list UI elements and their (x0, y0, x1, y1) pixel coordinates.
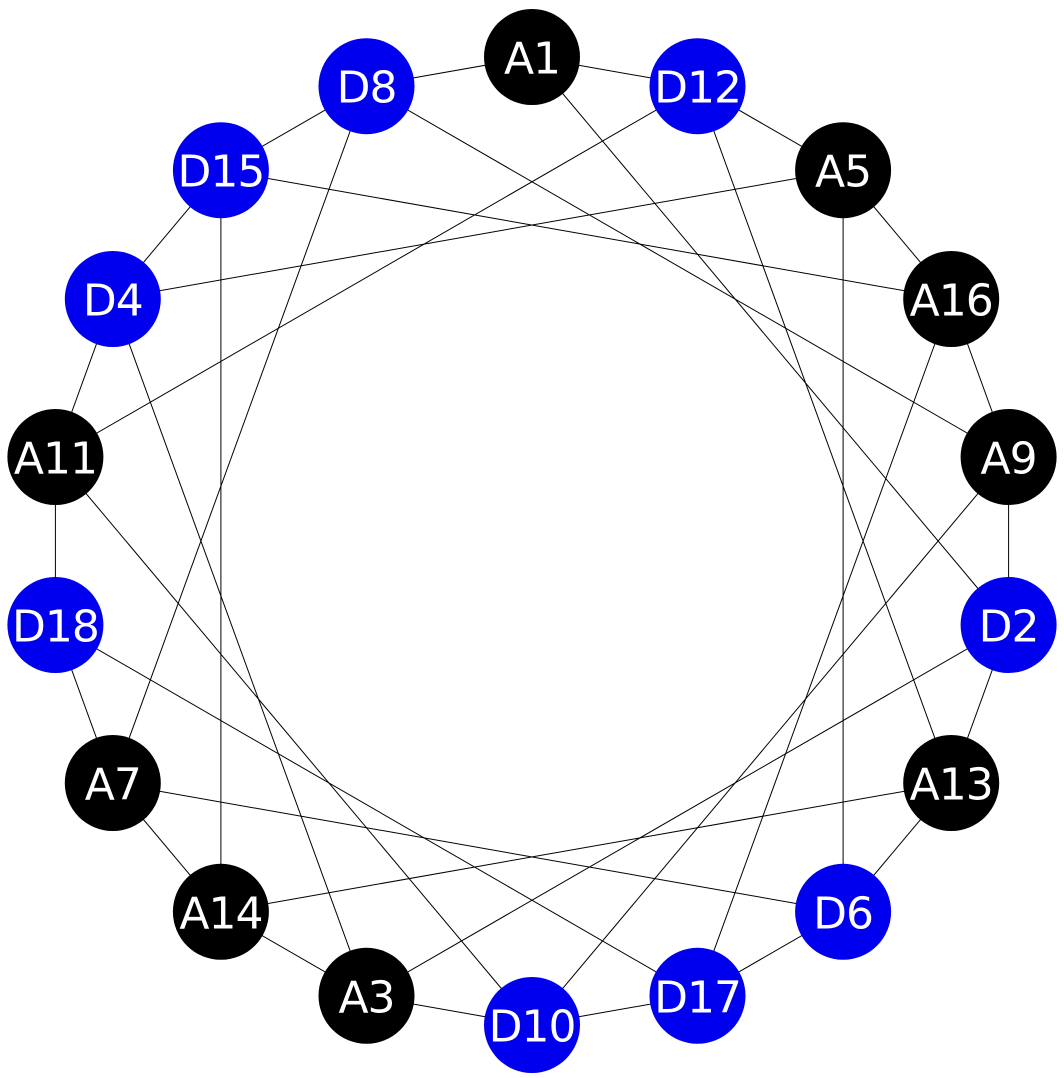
node-label: A1 (504, 34, 560, 85)
chord-edge-d17-d18 (55, 624, 698, 997)
node-a11: A11 (7, 409, 104, 505)
chord-edge-d4-a5 (112, 169, 844, 300)
node-d18: D18 (7, 577, 104, 673)
node-label: A14 (179, 888, 262, 939)
node-d12: D12 (649, 38, 746, 135)
node-a7: A7 (64, 735, 161, 831)
node-label: D17 (654, 972, 741, 1023)
node-circle (64, 735, 161, 831)
node-circle (64, 251, 161, 347)
node-a14: A14 (172, 863, 269, 960)
chord-edge-d10-a11 (55, 456, 533, 1026)
node-circle (795, 122, 892, 219)
node-circle (484, 9, 580, 105)
node-a16: A16 (903, 251, 1000, 347)
chord-edge-d12-a13 (697, 86, 952, 784)
chord-edge-a7-d8 (112, 86, 367, 784)
node-label: A5 (815, 147, 871, 198)
node-label: A16 (910, 276, 993, 327)
node-label: D15 (177, 147, 264, 198)
node-label: D18 (12, 602, 99, 653)
node-label: D8 (337, 63, 397, 114)
chord-edge-a9-d10 (531, 456, 1009, 1026)
chord-edge-d8-a9 (366, 85, 1009, 458)
node-a3: A3 (318, 947, 415, 1044)
node-label: D10 (489, 1002, 576, 1053)
chord-edge-a1-d2 (531, 56, 1009, 626)
node-circle (960, 409, 1057, 505)
node-circle (318, 38, 415, 135)
node-d17: D17 (649, 947, 746, 1044)
node-d6: D6 (795, 863, 892, 960)
node-d10: D10 (484, 977, 580, 1073)
node-circle (649, 947, 746, 1044)
node-circle (649, 38, 746, 135)
node-label: A7 (85, 760, 141, 811)
chord-edge-a11-d12 (55, 85, 698, 458)
node-circle (172, 863, 269, 960)
node-a13: A13 (903, 735, 1000, 831)
node-circle (7, 409, 104, 505)
chord-edges (55, 56, 1009, 1026)
node-circle (903, 735, 1000, 831)
node-label: D4 (83, 276, 143, 327)
node-label: D6 (813, 888, 873, 939)
chord-edge-a16-d17 (697, 298, 952, 996)
node-circle (7, 577, 104, 673)
chord-edge-a13-a14 (220, 782, 952, 913)
node-a5: A5 (795, 122, 892, 219)
node-a9: A9 (960, 409, 1057, 505)
node-d8: D8 (318, 38, 415, 135)
chord-edge-d2-a3 (366, 624, 1009, 997)
chord-edge-d15-a16 (220, 169, 952, 300)
node-label: A3 (338, 972, 394, 1023)
node-d4: D4 (64, 251, 161, 347)
chord-edge-a3-d4 (112, 298, 367, 996)
node-label: D2 (979, 602, 1039, 653)
node-label: D12 (654, 63, 741, 114)
node-d2: D2 (960, 577, 1057, 673)
node-circle (795, 863, 892, 960)
node-label: A13 (910, 760, 993, 811)
node-circle (903, 251, 1000, 347)
node-circle (484, 977, 580, 1073)
node-a1: A1 (484, 9, 580, 105)
chord-edge-d6-a7 (112, 782, 844, 913)
node-d15: D15 (172, 122, 269, 219)
node-label: A9 (981, 434, 1037, 485)
node-circle (318, 947, 415, 1044)
node-circle (960, 577, 1057, 673)
node-label: A11 (14, 434, 97, 485)
node-circle (172, 122, 269, 219)
